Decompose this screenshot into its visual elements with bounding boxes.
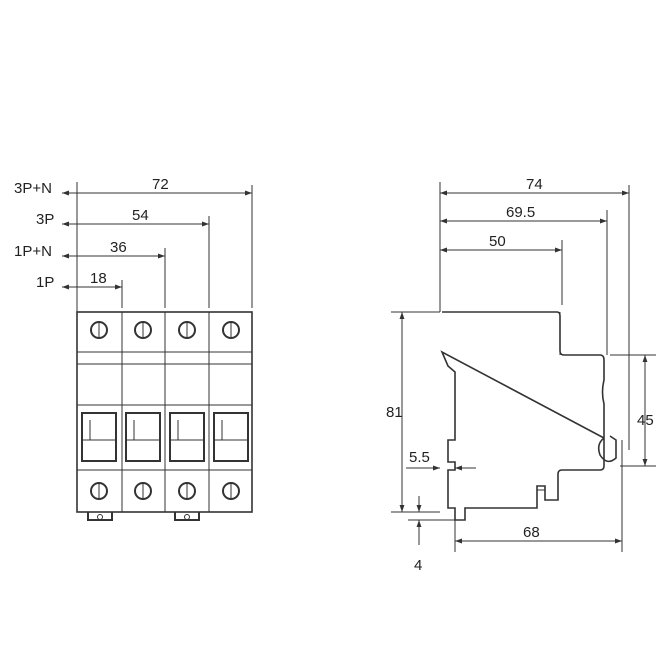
pole-label-3p-n: 3P+N — [14, 180, 52, 197]
toggle-handle — [81, 412, 117, 462]
toggle-handles — [81, 412, 249, 462]
width-label-54: 54 — [132, 207, 149, 224]
height-label-81: 81 — [386, 404, 403, 421]
terminal-screws-top — [90, 321, 240, 339]
terminal-screws-bottom — [90, 482, 240, 500]
din-clip — [174, 512, 200, 521]
toggle-handle — [125, 412, 161, 462]
depth-label-74: 74 — [526, 176, 543, 193]
toggle-handle — [169, 412, 205, 462]
toggle-handle — [213, 412, 249, 462]
base-depth-label-68: 68 — [523, 524, 540, 541]
front-view: 3P+N 3P 1P+N 1P 72 54 36 18 — [14, 176, 253, 521]
depth-label-69-5: 69.5 — [506, 204, 535, 221]
depth-label-50: 50 — [489, 233, 506, 250]
foot-label-4: 4 — [414, 557, 422, 574]
breaker-side-profile — [440, 311, 617, 521]
pole-label-3p: 3P — [36, 211, 54, 228]
width-label-36: 36 — [110, 239, 127, 256]
pole-label-1p: 1P — [36, 274, 54, 291]
rail-offset-label: 5.5 — [409, 449, 430, 466]
width-label-72: 72 — [152, 176, 169, 193]
side-view: 74 69.5 50 81 45 5.5 4 68 — [386, 176, 656, 574]
din-clip — [87, 512, 113, 521]
pole-label-1p-n: 1P+N — [14, 243, 52, 260]
height-label-45: 45 — [637, 412, 654, 429]
width-label-18: 18 — [90, 270, 107, 287]
